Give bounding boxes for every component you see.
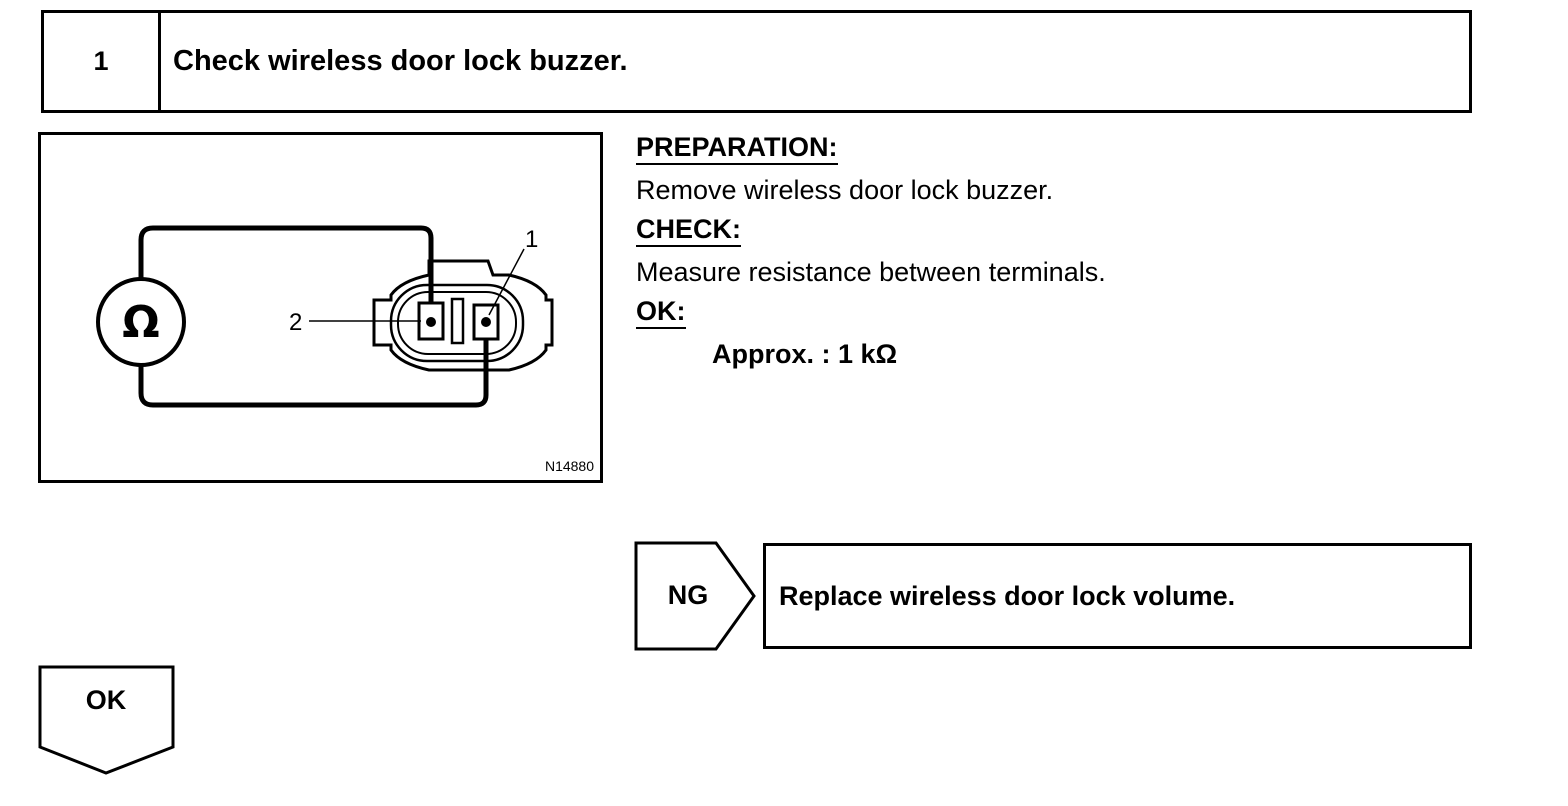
connector-inner	[389, 283, 525, 363]
step-header: 1 Check wireless door lock buzzer.	[41, 10, 1472, 113]
ok-spec: Approx. : 1 kΩ	[712, 339, 898, 369]
terminal-center	[450, 297, 465, 345]
ng-action: Replace wireless door lock volume.	[763, 543, 1472, 649]
connector-housing	[372, 259, 554, 372]
ng-label: NG	[667, 579, 709, 610]
ok-heading: OK:	[636, 296, 686, 329]
ok-branch: OK	[38, 665, 178, 782]
wiring-diagram: Ω 2 1 N14880	[38, 132, 603, 483]
step-number: 1	[44, 13, 161, 110]
step-title: Check wireless door lock buzzer.	[173, 45, 628, 77]
ok-arrow-shape	[38, 665, 175, 775]
ok-label: OK	[85, 685, 127, 715]
ng-branch: NG	[634, 541, 760, 656]
ohm-symbol: Ω	[122, 297, 159, 348]
figure-code: N14880	[544, 458, 594, 474]
preparation-text: Remove wireless door lock buzzer.	[636, 175, 1054, 205]
connector-illustration: Ω 2 1	[96, 225, 554, 408]
connector-inner-2	[397, 291, 517, 355]
preparation-heading: PREPARATION:	[636, 132, 838, 165]
probe-tip-1	[481, 317, 491, 327]
instructions: PREPARATION: Remove wireless door lock b…	[636, 128, 1466, 374]
check-text: Measure resistance between terminals.	[636, 257, 1106, 287]
lead-wire-upper	[138, 225, 434, 321]
callout-line-1	[488, 248, 525, 316]
check-heading: CHECK:	[636, 214, 741, 247]
ng-arrow-shape	[634, 541, 756, 651]
probe-tip-2	[426, 317, 436, 327]
terminal-2-label: 2	[289, 309, 302, 336]
terminal-1-label: 1	[525, 226, 538, 253]
lead-wire-lower	[138, 321, 489, 408]
